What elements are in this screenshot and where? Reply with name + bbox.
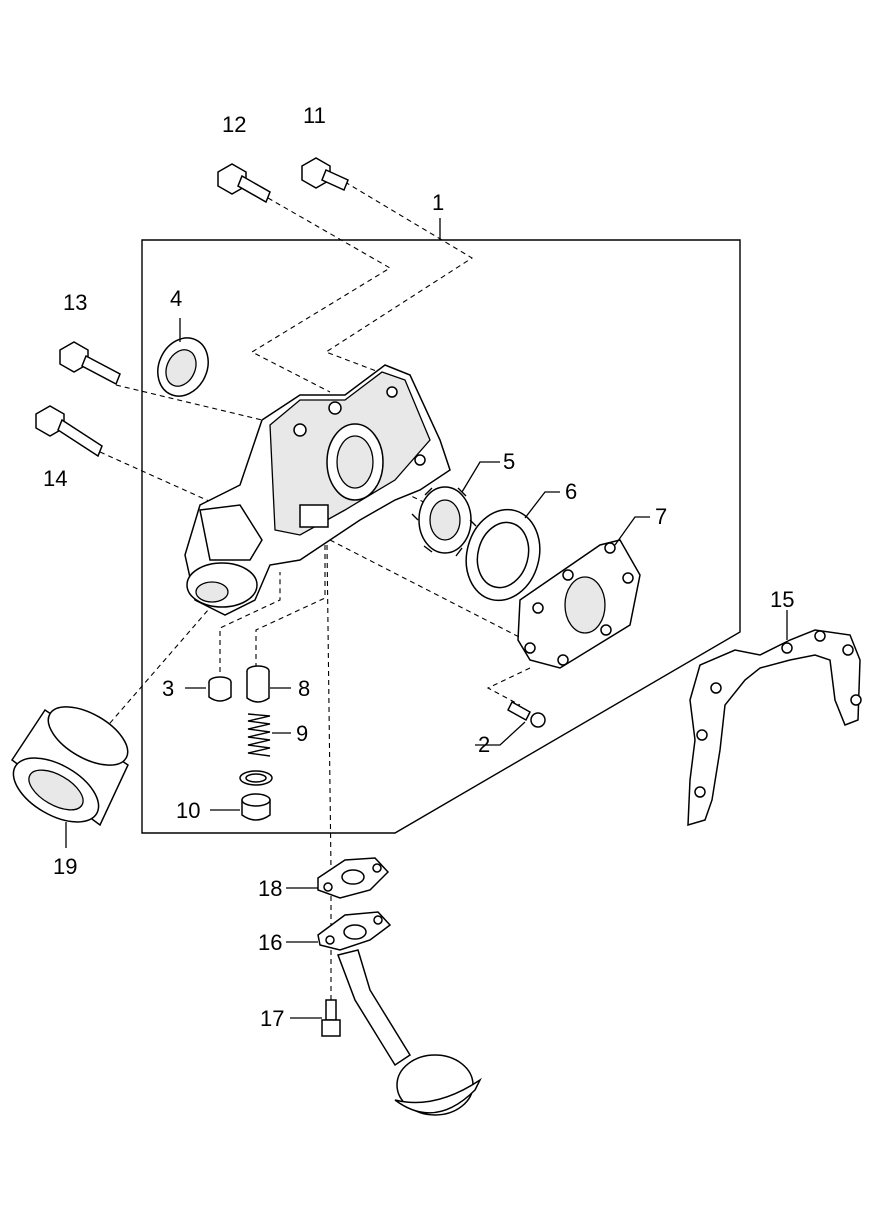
part-3-plug (208, 676, 232, 702)
part-17-bolt (321, 999, 341, 1037)
label-13: 13 (63, 290, 87, 315)
part-18-strainer-gasket (317, 857, 390, 899)
leader-lines (65, 218, 788, 1019)
label-7: 7 (655, 504, 667, 529)
part-16-oil-strainer (317, 911, 482, 1116)
label-17: 17 (260, 1006, 284, 1031)
part-2-screw (507, 700, 546, 728)
part-4-oil-seal (157, 337, 209, 397)
label-16: 16 (258, 930, 282, 955)
part-7-cover-plate (517, 539, 641, 669)
label-5: 5 (503, 449, 515, 474)
alignment-dashed-lines (99, 181, 531, 1000)
label-4: 4 (170, 286, 182, 311)
label-12: 12 (222, 112, 246, 137)
assembly-outline-box (141, 239, 741, 834)
label-11: 11 (303, 103, 326, 128)
oil-pump-housing (184, 364, 451, 616)
label-8: 8 (298, 676, 310, 701)
label-2: 2 (478, 732, 490, 757)
label-19: 19 (53, 854, 77, 879)
part-6-outer-rotor (465, 508, 541, 602)
part-19-oil-filter (10, 706, 129, 827)
part-11-bolt (301, 157, 349, 192)
label-10: 10 (176, 798, 200, 823)
part-10-washer-and-plug (239, 770, 273, 821)
label-15: 15 (770, 587, 794, 612)
label-6: 6 (565, 479, 577, 504)
part-12-bolt (217, 163, 271, 204)
part-8-relief-plunger (246, 665, 270, 703)
part-labels: 1 2 3 4 5 6 7 8 9 10 11 12 13 14 15 16 1… (43, 103, 794, 1031)
part-5-inner-rotor (411, 486, 477, 557)
part-14-bolt (35, 405, 103, 458)
label-9: 9 (296, 721, 308, 746)
label-14: 14 (43, 466, 67, 491)
label-3: 3 (162, 676, 174, 701)
part-9-spring (247, 713, 271, 757)
label-18: 18 (258, 876, 282, 901)
label-1: 1 (432, 190, 444, 215)
part-13-bolt (59, 341, 121, 386)
part-15-gasket (687, 629, 862, 827)
